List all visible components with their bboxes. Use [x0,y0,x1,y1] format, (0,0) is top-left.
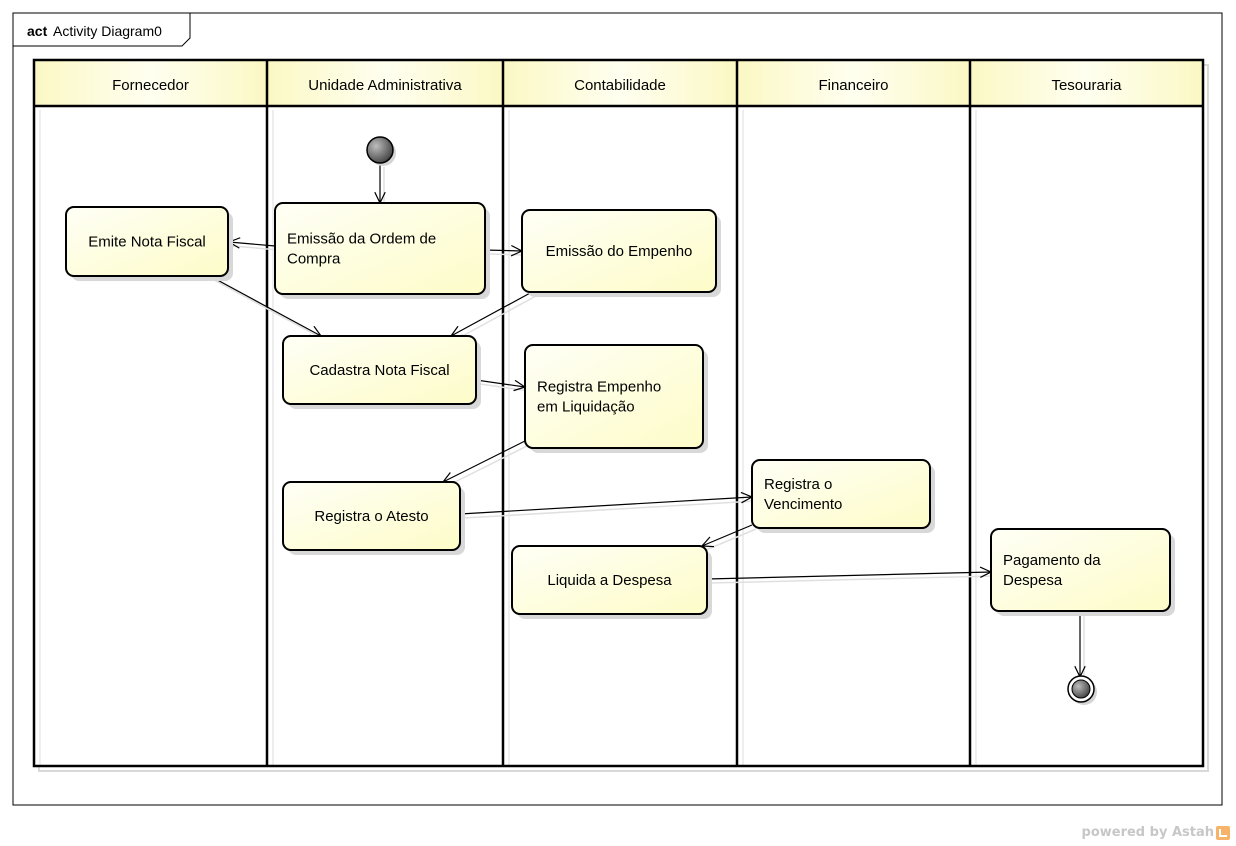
astah-logo-icon [1216,825,1230,840]
swimlane-label: Unidade Administrativa [308,77,462,94]
swimlane-header [34,60,267,106]
initial-node[interactable] [366,136,396,166]
action-label: Registra Empenho [537,379,661,396]
final-node[interactable] [1067,675,1097,705]
action-label: Registra o [764,476,832,493]
action-label: Vencimento [764,496,842,513]
action-emissao-ordem-compra[interactable]: Emissão da Ordem de Compra [274,202,490,299]
action-registra-empenho-liquidacao[interactable]: Registra Empenho em Liquidação [524,344,708,453]
swimlane-header [267,60,503,106]
action-label: Pagamento da [1003,552,1101,569]
swimlane-unidade: Unidade Administrativa [267,60,503,766]
action-label: Emite Nota Fiscal [88,234,206,251]
action-label: Compra [287,251,341,268]
swimlane-label: Fornecedor [112,77,189,94]
swimlane-label: Contabilidade [574,77,666,94]
swimlane-label: Financeiro [818,77,888,94]
action-registra-vencimento[interactable]: Registra o Vencimento [751,459,935,533]
powered-by-text: powered by Astah [1081,825,1214,840]
swimlane-fornecedor: Fornecedor [34,60,267,766]
swimlane-financeiro: Financeiro [737,60,970,766]
action-label: Despesa [1003,572,1063,589]
action-registra-atesto[interactable]: Registra o Atesto [282,481,465,555]
action-label: em Liquidação [537,399,635,416]
swimlane-label: Tesouraria [1051,77,1122,94]
swimlane-tesouraria: Tesouraria [970,60,1203,766]
frame-title: Activity Diagram0 [53,23,162,39]
action-liquida-despesa[interactable]: Liquida a Despesa [511,545,712,619]
action-label: Liquida a Despesa [547,572,672,589]
action-label: Cadastra Nota Fiscal [309,362,449,379]
action-label: Emissão do Empenho [546,243,693,260]
frame-keyword: act [27,23,48,39]
action-cadastra-nota-fiscal[interactable]: Cadastra Nota Fiscal [282,335,481,409]
swimlane-header [503,60,737,106]
powered-by-label: powered by Astah [1082,825,1230,840]
action-label: Registra o Atesto [314,508,428,525]
swimlane-header [970,60,1203,106]
action-pagamento-despesa[interactable]: Pagamento da Despesa [990,528,1175,616]
action-emite-nota-fiscal[interactable]: Emite Nota Fiscal [65,206,233,281]
swimlane-header [737,60,970,106]
actions: Emite Nota Fiscal Emissão da Ordem de Comp… [65,202,1175,619]
action-label: Emissão da Ordem de [287,231,436,248]
action-emissao-empenho[interactable]: Emissão do Empenho [521,209,721,297]
